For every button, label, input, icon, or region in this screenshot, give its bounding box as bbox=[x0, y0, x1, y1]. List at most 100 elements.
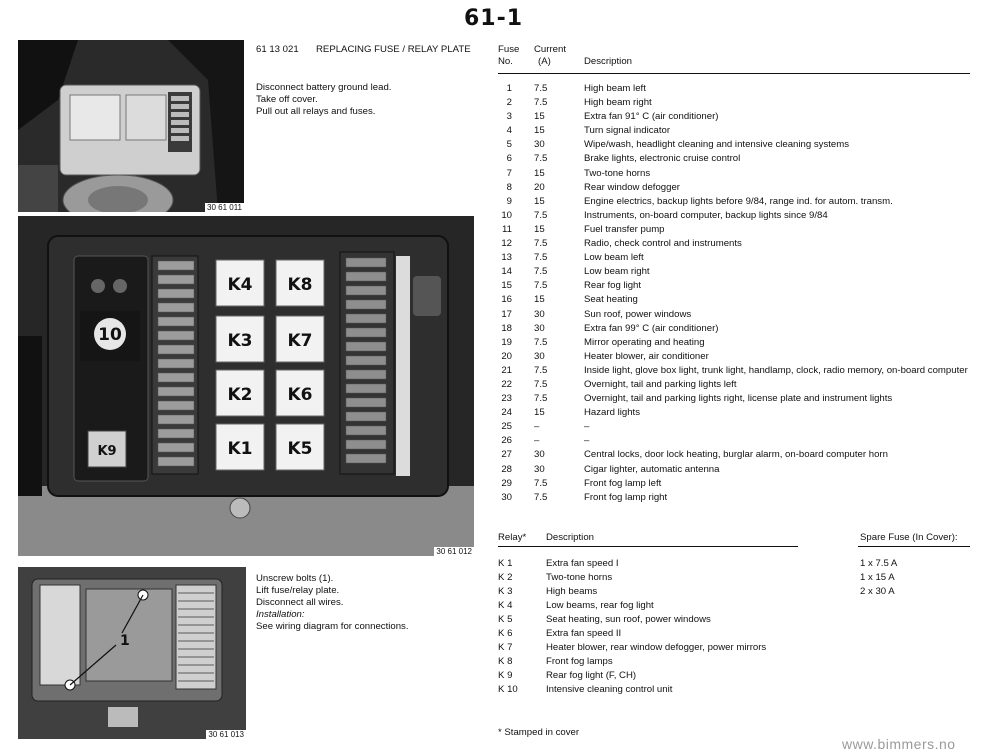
header-current: Current bbox=[534, 44, 566, 55]
spare-fuse-list: 1 x 7.5 A 1 x 15 A 2 x 30 A bbox=[860, 557, 897, 599]
relay-description: Extra fan speed II bbox=[546, 628, 622, 639]
fuse-current: 7.5 bbox=[534, 336, 548, 348]
fuse-number: 10 bbox=[501, 209, 512, 221]
header-current-unit: (A) bbox=[538, 56, 551, 67]
relay-id: K 8 bbox=[498, 656, 513, 667]
relay-k10-label: 10 bbox=[98, 325, 122, 345]
fuse-row: 25–– bbox=[498, 420, 970, 434]
fuse-number: 25 bbox=[501, 421, 512, 433]
fuse-row: 7 15 Two-tone horns bbox=[498, 167, 970, 181]
fuse-row: 3 15 Extra fan 91° C (air conditioner) bbox=[498, 110, 970, 124]
fuse-description: Front fog lamp right bbox=[584, 491, 668, 503]
fuse-row: 16 15 Seat heating bbox=[498, 293, 970, 307]
fuse-number: 1 bbox=[506, 83, 512, 94]
fuse-description: Extra fan 99° C (air conditioner) bbox=[584, 322, 719, 334]
fuse-description: Hazard lights bbox=[584, 407, 640, 419]
fuse-number: 3 bbox=[506, 111, 512, 123]
relay-description: Extra fan speed I bbox=[546, 558, 619, 569]
relay-k3-label: K3 bbox=[227, 331, 252, 351]
fuse-number: 24 bbox=[501, 407, 512, 419]
photo-fuse-box-cover: 30 61 011 bbox=[18, 40, 244, 212]
fuse-description: Low beam right bbox=[584, 266, 650, 278]
instruction-line-installation: Installation: bbox=[256, 609, 305, 620]
relay-description: Two-tone horns bbox=[546, 572, 613, 583]
fuse-number: 15 bbox=[501, 280, 512, 292]
fuse-description: Seat heating bbox=[584, 294, 638, 306]
fuse-description: Low beam left bbox=[584, 252, 644, 264]
relay-id: K 10 bbox=[498, 684, 518, 695]
fuse-current: 30 bbox=[534, 308, 545, 320]
relay-k1-label: K1 bbox=[227, 439, 252, 459]
fuse-description: Rear window defogger bbox=[584, 181, 680, 193]
fuse-current: 7.5 bbox=[534, 238, 548, 250]
instructions-remove-plate: Unscrew bolts (1). Lift fuse/relay plate… bbox=[256, 573, 409, 633]
header-fuse: Fuse bbox=[498, 44, 520, 55]
page-number: 61-1 bbox=[463, 6, 524, 31]
fuse-current: 7.5 bbox=[534, 393, 548, 405]
relay-k9-label: K9 bbox=[97, 444, 116, 459]
operation-title: REPLACING FUSE / RELAY PLATE bbox=[316, 44, 471, 55]
instruction-line: Take off cover. bbox=[256, 94, 318, 105]
fuse-number: 16 bbox=[501, 294, 512, 306]
fuse-description: Mirror operating and heating bbox=[584, 336, 705, 348]
fuse-current: 30 bbox=[534, 139, 545, 151]
relay-k5-label: K5 bbox=[287, 439, 312, 459]
fuse-number: 30 bbox=[501, 491, 512, 503]
fuse-current: 7.5 bbox=[534, 209, 548, 221]
fuse-current: 15 bbox=[534, 125, 545, 137]
fuse-box-cover-illustration bbox=[18, 40, 244, 212]
fuse-number: 19 bbox=[501, 336, 512, 348]
fuse-row: 19 7.5 Mirror operating and heating bbox=[498, 336, 970, 350]
fuse-description: – bbox=[584, 435, 590, 447]
fuse-number: 9 bbox=[506, 195, 512, 207]
fuse-description: Fuel transfer pump bbox=[584, 223, 665, 235]
fuse-description: Wipe/wash, headlight cleaning and intens… bbox=[584, 139, 850, 151]
fuse-current: 15 bbox=[534, 167, 545, 179]
fuse-description: Front fog lamp left bbox=[584, 477, 662, 489]
fuse-current: 30 bbox=[534, 350, 545, 362]
fuse-number: 4 bbox=[506, 125, 512, 137]
header-description: Description bbox=[584, 56, 632, 67]
fuse-number: 7 bbox=[506, 167, 512, 179]
instruction-line: Unscrew bolts (1). bbox=[256, 573, 334, 584]
fuse-current: 15 bbox=[534, 111, 545, 123]
fuse-row: 26 – – bbox=[498, 434, 970, 448]
fuse-current: 30 bbox=[534, 449, 545, 461]
fuse-description: Extra fan 91° C (air conditioner) bbox=[584, 111, 719, 123]
fuse-current: – bbox=[534, 435, 540, 447]
instruction-line: Disconnect battery ground lead. bbox=[256, 82, 392, 93]
footnote: * Stamped in cover bbox=[498, 727, 580, 738]
fuse-current: 15 bbox=[534, 407, 545, 419]
fuse-description: Two-tone horns bbox=[584, 167, 651, 179]
fuse-current: 7.5 bbox=[534, 153, 548, 165]
fuse-current: 15 bbox=[534, 294, 545, 306]
fuse-number: 26 bbox=[501, 435, 512, 447]
fuse-current: 30 bbox=[534, 463, 545, 475]
fuse-current: 30 bbox=[534, 322, 545, 334]
spare-fuse-header: Spare Fuse (In Cover): bbox=[858, 532, 970, 547]
fuse-current: 7.5 bbox=[534, 378, 548, 390]
operation-code: 61 13 021 bbox=[256, 44, 299, 55]
relay-id: K 1 bbox=[498, 558, 513, 569]
fuse-current: 7.5 bbox=[534, 266, 548, 278]
